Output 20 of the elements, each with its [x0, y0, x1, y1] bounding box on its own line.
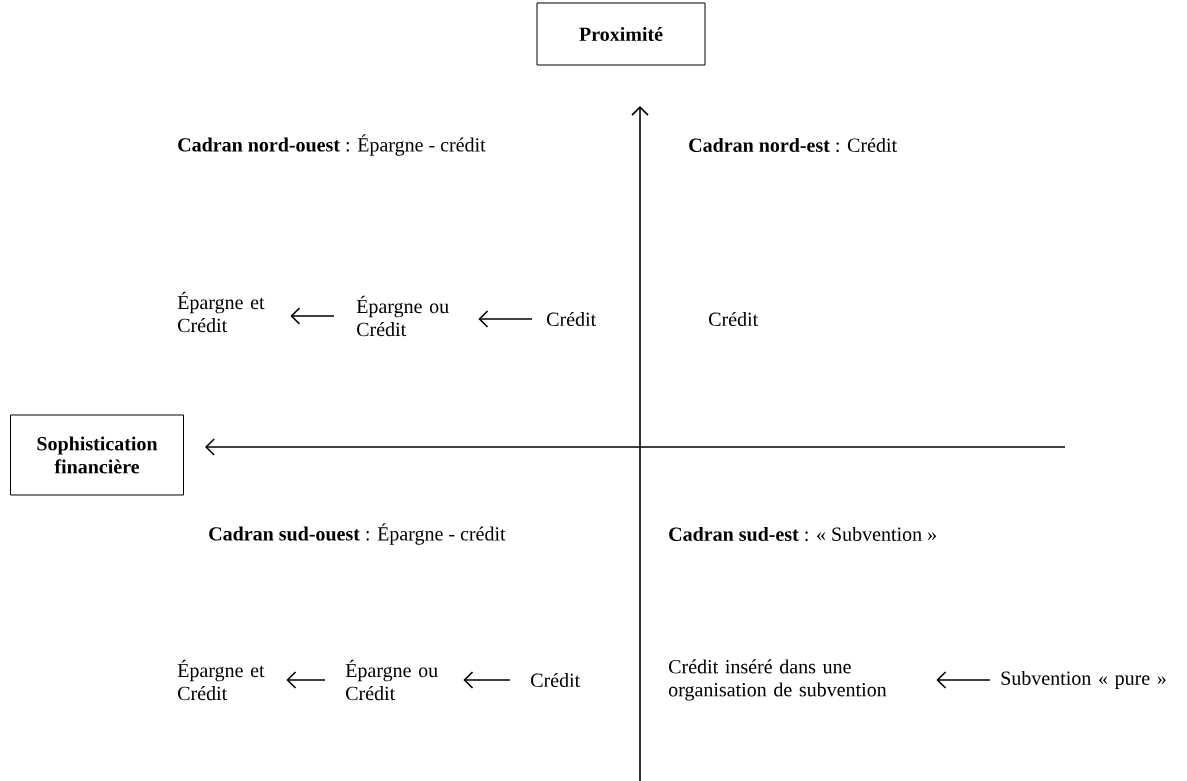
flow-text: Épargne ou Crédit — [345, 659, 438, 701]
arrow — [478, 310, 533, 328]
quadrant-heading: Cadran sud-ouest : Épargne - crédit — [209, 523, 506, 545]
arrow — [286, 671, 326, 689]
quadrant-heading: Cadran sud-est : « Subvention » — [669, 526, 936, 542]
flow-text: Épargne et Crédit — [177, 659, 265, 701]
flow-text: Crédit — [547, 311, 597, 327]
quadrant-heading: Cadran nord-ouest : Épargne - crédit — [178, 134, 486, 156]
flow-text: Crédit — [531, 672, 581, 688]
arrow — [463, 671, 511, 689]
flow-text: Subvention « pure » — [1001, 670, 1166, 690]
flow-text: Crédit — [709, 311, 759, 327]
arrow — [936, 671, 991, 689]
flow-text: Épargne et Crédit — [177, 291, 265, 333]
axis-label-box: Sophistication financière — [10, 414, 184, 496]
quadrant-heading: Cadran nord-est : Crédit — [689, 137, 897, 153]
arrow — [290, 307, 335, 325]
axis-label-box: Proximité — [536, 2, 706, 66]
flow-text: Épargne ou Crédit — [356, 295, 449, 337]
flow-text: Crédit inséré dans une organisation de subvention — [668, 659, 887, 701]
